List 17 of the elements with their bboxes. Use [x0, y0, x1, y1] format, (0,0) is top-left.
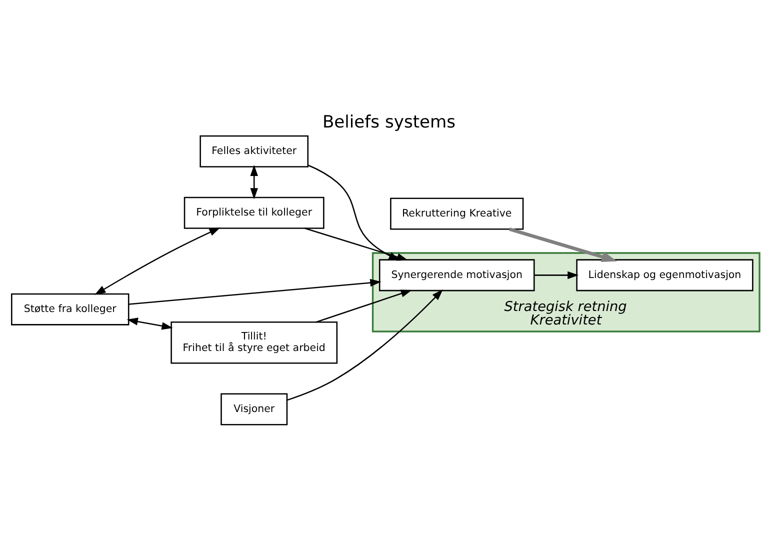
- arrow: [126, 317, 173, 330]
- node-box: Synergerende motivasjon: [378, 258, 535, 291]
- node-box: Felles aktiviteter: [200, 134, 309, 167]
- node-box: Lidenskap og egenmotivasjon: [576, 258, 754, 291]
- arrow: [534, 270, 579, 279]
- node-box: Støtte fra kolleger: [11, 292, 130, 325]
- node-box: Tillit! Frihet til å styre eget arbeid: [170, 321, 338, 364]
- node-box: Rekruttering Kreative: [390, 197, 524, 230]
- arrow: [509, 227, 618, 262]
- arrow: [128, 278, 382, 304]
- arrow: [250, 164, 258, 199]
- node-box: Visjoner: [220, 392, 288, 425]
- diagram-title: Beliefs systems: [322, 112, 456, 132]
- arrow: [287, 288, 443, 400]
- arrow: [316, 289, 412, 322]
- arrow: [94, 226, 220, 294]
- node-box: Forpliktelse til kolleger: [184, 196, 324, 228]
